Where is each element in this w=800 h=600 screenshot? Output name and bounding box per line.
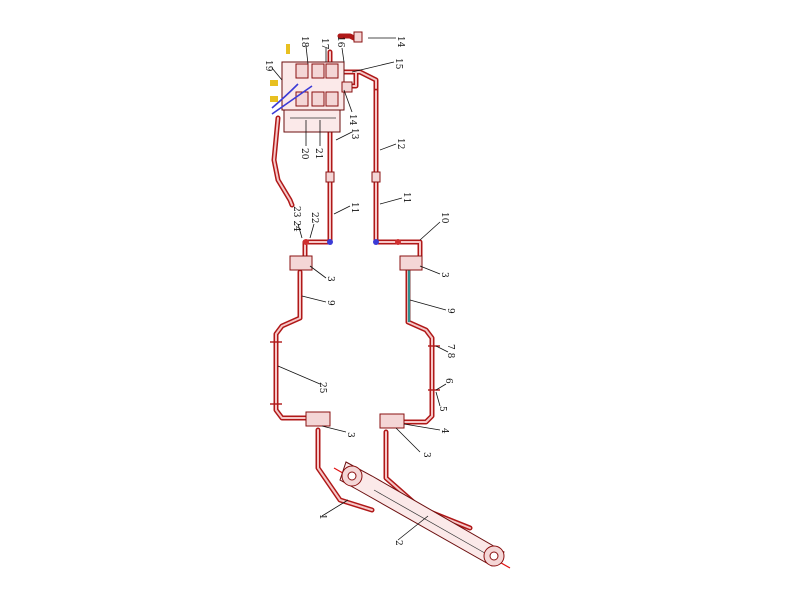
pipe-left-main-inner bbox=[275, 107, 373, 511]
tee-right-10 bbox=[373, 239, 379, 245]
swivel-3-top-left bbox=[289, 255, 313, 271]
valve-spool-2 bbox=[311, 63, 325, 79]
valve-spool-3 bbox=[325, 63, 339, 79]
callout-11-right: 11 bbox=[401, 192, 411, 203]
callout-3-bottom-right: 3 bbox=[421, 452, 431, 458]
tee-right-10b bbox=[395, 239, 401, 245]
pipe-left-main bbox=[273, 105, 375, 513]
coupling-left-11 bbox=[325, 171, 335, 183]
callout-6: 6 bbox=[443, 378, 453, 384]
valve-port-1 bbox=[295, 91, 309, 107]
callout-12: 12 bbox=[395, 138, 405, 149]
callout-14-mid: 14 bbox=[347, 114, 357, 126]
callout-16: 16 bbox=[335, 36, 345, 48]
blue-pilot-lines bbox=[271, 83, 313, 115]
boom-cylinder bbox=[333, 461, 511, 569]
callout-9-right: 9 bbox=[445, 308, 455, 314]
callout-25: 25 bbox=[317, 382, 327, 394]
callout-14-top: 14 bbox=[395, 36, 405, 48]
callout-21: 21 bbox=[313, 148, 323, 159]
valve-port-2 bbox=[311, 91, 325, 107]
callout-10: 10 bbox=[439, 212, 449, 224]
cylinder-barrel bbox=[339, 461, 505, 567]
top-fitting-14 bbox=[353, 31, 363, 43]
swivel-3-bottom-right bbox=[379, 413, 405, 429]
inline-fittings bbox=[270, 171, 440, 429]
callout-20: 20 bbox=[299, 148, 309, 160]
callout-2: 2 bbox=[393, 540, 403, 546]
callout-9-left: 9 bbox=[325, 300, 335, 306]
callout-19: 19 bbox=[263, 60, 273, 72]
swivel-3-top-right bbox=[399, 255, 423, 271]
callout-7-8: 7 8 bbox=[445, 344, 455, 359]
callout-3-bottom-left: 3 bbox=[345, 432, 355, 438]
callout-18: 18 bbox=[299, 36, 309, 48]
callout-1: 1 bbox=[317, 514, 327, 520]
valve-spool-1 bbox=[295, 63, 309, 79]
callout-3-top-left: 3 bbox=[325, 276, 335, 282]
valve-port-3 bbox=[325, 91, 339, 107]
tee-left-23 bbox=[303, 239, 309, 245]
callout-labels: 14 15 16 17 18 19 20 21 14 13 12 11 11 1… bbox=[263, 36, 455, 546]
pipe-drain-hose-inner bbox=[273, 117, 293, 206]
callout-11-left: 11 bbox=[349, 202, 359, 213]
coupling-right-11 bbox=[371, 171, 381, 183]
callout-4: 4 bbox=[439, 428, 449, 434]
leader-lines bbox=[271, 37, 449, 541]
control-valve-group bbox=[270, 31, 363, 133]
callout-3-top-right: 3 bbox=[439, 272, 449, 278]
callout-5: 5 bbox=[437, 406, 447, 412]
callout-15: 15 bbox=[393, 58, 403, 70]
yellow-marker-2 bbox=[270, 96, 278, 102]
cylinder-pin-bottom-hole bbox=[489, 551, 499, 561]
cylinder-pin-top-hole bbox=[347, 471, 357, 481]
callout-22: 22 bbox=[309, 212, 319, 223]
callout-23-24: 23 24 bbox=[291, 206, 301, 232]
callout-17: 17 bbox=[319, 38, 329, 50]
valve-base bbox=[283, 109, 341, 133]
fitting-14-lower bbox=[341, 81, 353, 93]
yellow-marker-1 bbox=[270, 80, 278, 86]
cylinder-rod-line bbox=[373, 489, 491, 557]
callout-13: 13 bbox=[349, 128, 359, 140]
swivel-3-bottom-left bbox=[305, 411, 331, 427]
tee-left-22 bbox=[327, 239, 333, 245]
yellow-marker-3 bbox=[286, 44, 290, 54]
